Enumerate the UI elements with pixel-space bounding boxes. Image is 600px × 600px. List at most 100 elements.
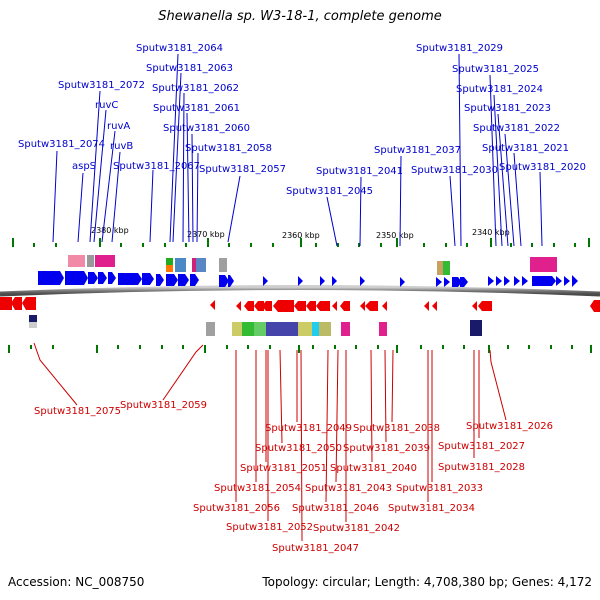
gene-label[interactable]: Sputw3181_2075 — [34, 406, 121, 417]
gene-arrow — [88, 272, 98, 284]
gene-arrow — [22, 297, 36, 310]
gene-arrow — [294, 301, 306, 311]
gene-arrow — [556, 276, 562, 286]
gene-label[interactable]: Sputw3181_2025 — [452, 64, 539, 75]
gene-label[interactable]: Sputw3181_2028 — [438, 462, 525, 473]
gene-arrow — [178, 274, 189, 286]
gene-label[interactable]: ruvB — [110, 141, 133, 152]
gene-label[interactable]: Sputw3181_2029 — [416, 43, 503, 54]
gene-label[interactable]: ruvC — [95, 100, 118, 111]
gene-label[interactable]: Sputw3181_2074 — [18, 139, 105, 150]
gene-label[interactable]: Sputw3181_2046 — [292, 503, 379, 514]
gene-arrow — [452, 277, 462, 287]
gene-label[interactable]: ruvA — [107, 121, 130, 132]
gene-label[interactable]: Sputw3181_2067 — [113, 161, 200, 172]
forward-feature-boxes — [68, 255, 557, 275]
gene-label[interactable]: Sputw3181_2023 — [464, 103, 551, 114]
scale-label: 2380 kbp — [91, 226, 129, 235]
gene-label[interactable]: Sputw3181_2038 — [353, 423, 440, 434]
gene-arrow — [332, 276, 337, 286]
gene-label[interactable]: Sputw3181_2021 — [482, 143, 569, 154]
gene-label[interactable]: Sputw3181_2062 — [152, 83, 239, 94]
gene-arrow — [360, 301, 365, 311]
gene-label[interactable]: Sputw3181_2056 — [193, 503, 280, 514]
gene-arrow — [0, 297, 12, 310]
gene-label[interactable]: Sputw3181_2063 — [146, 63, 233, 74]
reverse-genes — [0, 297, 600, 312]
gene-arrow — [236, 301, 241, 311]
gene-arrow — [244, 301, 254, 311]
gene-arrow — [436, 277, 442, 287]
gene-label[interactable]: Sputw3181_2052 — [226, 522, 313, 533]
gene-arrow — [514, 276, 520, 286]
gene-label[interactable]: Sputw3181_2039 — [343, 443, 430, 454]
gene-label[interactable]: Sputw3181_2040 — [330, 463, 417, 474]
gene-label[interactable]: Sputw3181_2060 — [163, 123, 250, 134]
gene-arrow — [532, 276, 556, 286]
gene-arrow — [98, 272, 107, 284]
gene-label[interactable]: Sputw3181_2045 — [286, 186, 373, 197]
gene-arrow — [564, 276, 570, 286]
gene-arrow — [444, 277, 450, 287]
gene-label[interactable]: Sputw3181_2047 — [272, 543, 359, 554]
scale-ticks-lower — [8, 345, 592, 353]
gene-label[interactable]: Sputw3181_2020 — [499, 162, 586, 173]
gene-label[interactable]: Sputw3181_2034 — [388, 503, 475, 514]
gene-arrow — [273, 300, 294, 312]
gene-arrow — [142, 273, 154, 285]
gene-label[interactable]: Sputw3181_2024 — [456, 84, 543, 95]
gene-label[interactable]: Sputw3181_2030 — [411, 165, 498, 176]
gene-arrow — [262, 301, 272, 311]
gene-arrow — [166, 274, 178, 286]
reverse-labels: Sputw3181_2075 Sputw3181_2059 Sputw3181_… — [34, 400, 553, 554]
gene-label[interactable]: Sputw3181_2049 — [265, 423, 352, 434]
scale-label: 2360 kbp — [282, 231, 320, 240]
forward-genes — [38, 271, 578, 287]
gene-label[interactable]: Sputw3181_2037 — [374, 145, 461, 156]
gene-arrow — [460, 277, 468, 287]
gene-label[interactable]: Sputw3181_2072 — [58, 80, 145, 91]
gene-arrow — [38, 271, 64, 285]
gene-label[interactable]: Sputw3181_2022 — [473, 123, 560, 134]
gene-label[interactable]: Sputw3181_2054 — [214, 483, 301, 494]
gene-label[interactable]: Sputw3181_2050 — [255, 443, 342, 454]
gene-label[interactable]: Sputw3181_2033 — [396, 483, 483, 494]
map-title: Shewanella sp. W3-18-1, complete genome — [158, 9, 442, 24]
gene-label[interactable]: Sputw3181_2064 — [136, 43, 223, 54]
gene-arrow — [108, 272, 116, 284]
gene-label[interactable]: Sputw3181_2042 — [313, 523, 400, 534]
gene-arrow — [472, 301, 477, 311]
gene-arrow — [254, 301, 264, 311]
gene-arrow — [306, 301, 316, 311]
gene-arrow — [210, 300, 215, 310]
gene-arrow — [263, 276, 268, 286]
gene-label[interactable]: Sputw3181_2027 — [438, 441, 525, 452]
gene-arrow — [65, 271, 88, 285]
gene-arrow — [400, 277, 405, 287]
gene-label[interactable]: Sputw3181_2051 — [240, 463, 327, 474]
gene-arrow — [424, 301, 429, 311]
scale-label: 2370 kbp — [187, 230, 225, 239]
gene-arrow — [156, 274, 164, 286]
gene-label[interactable]: Sputw3181_2061 — [153, 103, 240, 114]
reverse-feature-boxes — [29, 315, 482, 336]
gene-label[interactable]: Sputw3181_2057 — [199, 164, 286, 175]
gene-arrow — [590, 300, 600, 312]
forward-leader-lines — [52, 53, 543, 247]
forward-labels: Sputw3181_2074 aspS Sputw3181_2072 ruvC … — [18, 43, 586, 197]
gene-arrow — [572, 275, 578, 287]
scale-label: 2350 kbp — [376, 231, 414, 240]
gene-arrow — [360, 276, 365, 286]
genome-backbone — [0, 285, 600, 297]
gene-label[interactable]: aspS — [72, 161, 96, 172]
gene-arrow — [522, 276, 528, 286]
gene-label[interactable]: Sputw3181_2026 — [466, 421, 553, 432]
gene-arrow — [11, 297, 22, 310]
gene-label[interactable]: Sputw3181_2041 — [316, 166, 403, 177]
gene-label[interactable]: Sputw3181_2058 — [185, 143, 272, 154]
gene-label[interactable]: Sputw3181_2043 — [305, 483, 392, 494]
gene-label[interactable]: Sputw3181_2059 — [120, 400, 207, 411]
gene-arrow — [298, 276, 303, 286]
scale-label: 2340 kbp — [472, 228, 510, 237]
